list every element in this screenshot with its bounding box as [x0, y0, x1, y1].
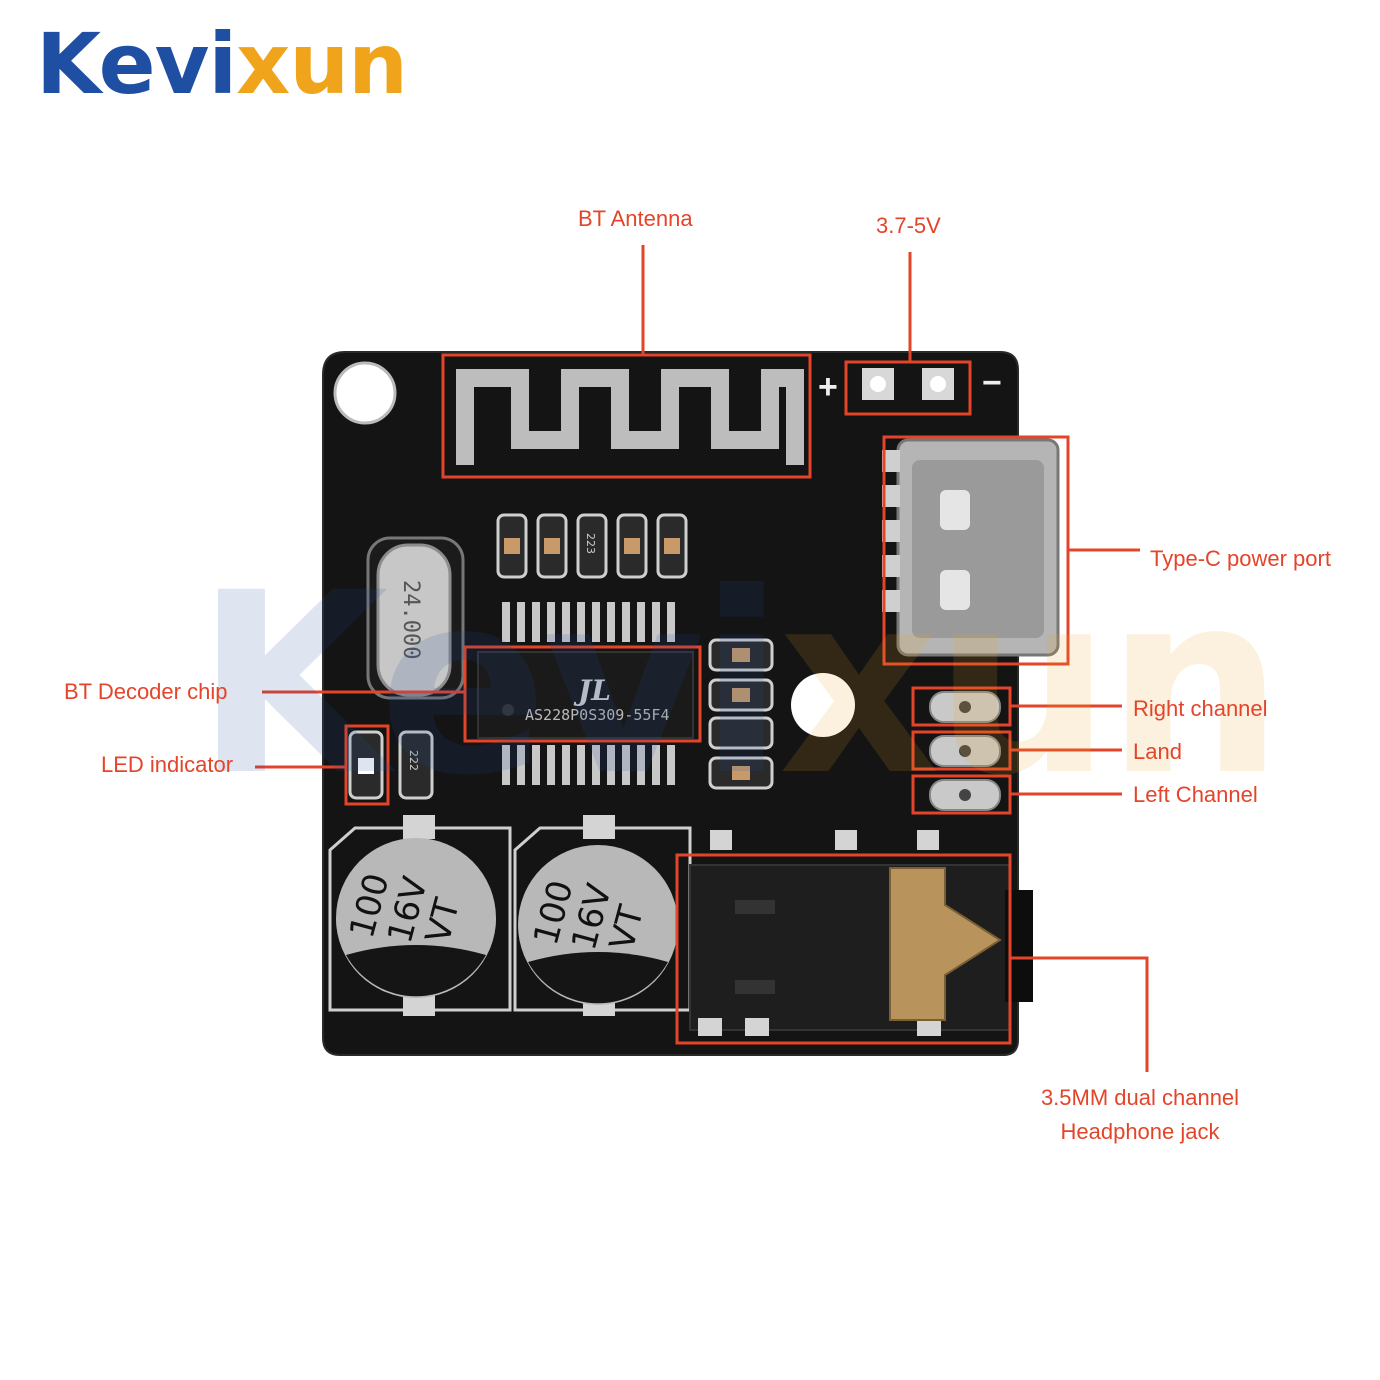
resistor-code-2: 222 [407, 750, 420, 771]
leader-lines [255, 245, 1149, 1072]
crystal [376, 543, 452, 697]
chip-logo: JL [573, 674, 611, 707]
minus-sign: − [982, 364, 1002, 402]
capacitor-2: 100 16V VT [518, 845, 678, 1005]
label-jack: 3.5MM dual channel Headphone jack [1020, 1085, 1260, 1146]
chip-pins-top [502, 602, 675, 642]
box-antenna [441, 353, 812, 479]
label-voltage: 3.7-5V [876, 213, 941, 238]
brand-logo: Kevixun [36, 15, 408, 113]
box-power [844, 360, 972, 416]
leader-jack [1010, 956, 1149, 1072]
label-jack-line1: 3.5MM dual channel [1040, 1085, 1240, 1110]
label-bt-antenna: BT Antenna [578, 206, 693, 231]
label-right-channel: Right channel [1133, 696, 1268, 721]
antenna-trace [456, 369, 804, 465]
box-jack [675, 853, 1012, 1045]
label-led: LED indicator [101, 752, 234, 777]
mounting-hole-center [791, 673, 855, 737]
capacitor-outline-left [328, 826, 512, 1012]
mounting-hole [333, 361, 397, 425]
label-land: Land [1133, 739, 1182, 764]
label-type-c: Type-C power port [1150, 546, 1331, 571]
box-decoder [463, 645, 702, 743]
chip-pins-bottom [502, 745, 675, 785]
resistor-code-1: 223 [584, 533, 597, 554]
decoder-chip [477, 651, 694, 739]
plus-sign: + [818, 368, 838, 406]
label-jack-line2: Headphone jack [1060, 1119, 1220, 1145]
headphone-jack [689, 830, 1033, 1036]
crystal-text: 24.000 [398, 580, 423, 659]
chip-text: AS228P0S309-55F4 [525, 706, 670, 724]
capacitor-1: 100 16V VT [336, 838, 496, 998]
label-left-channel: Left Channel [1133, 782, 1258, 807]
label-bt-decoder: BT Decoder chip [64, 679, 228, 704]
resistor-222 [398, 730, 434, 800]
box-led [344, 724, 390, 806]
